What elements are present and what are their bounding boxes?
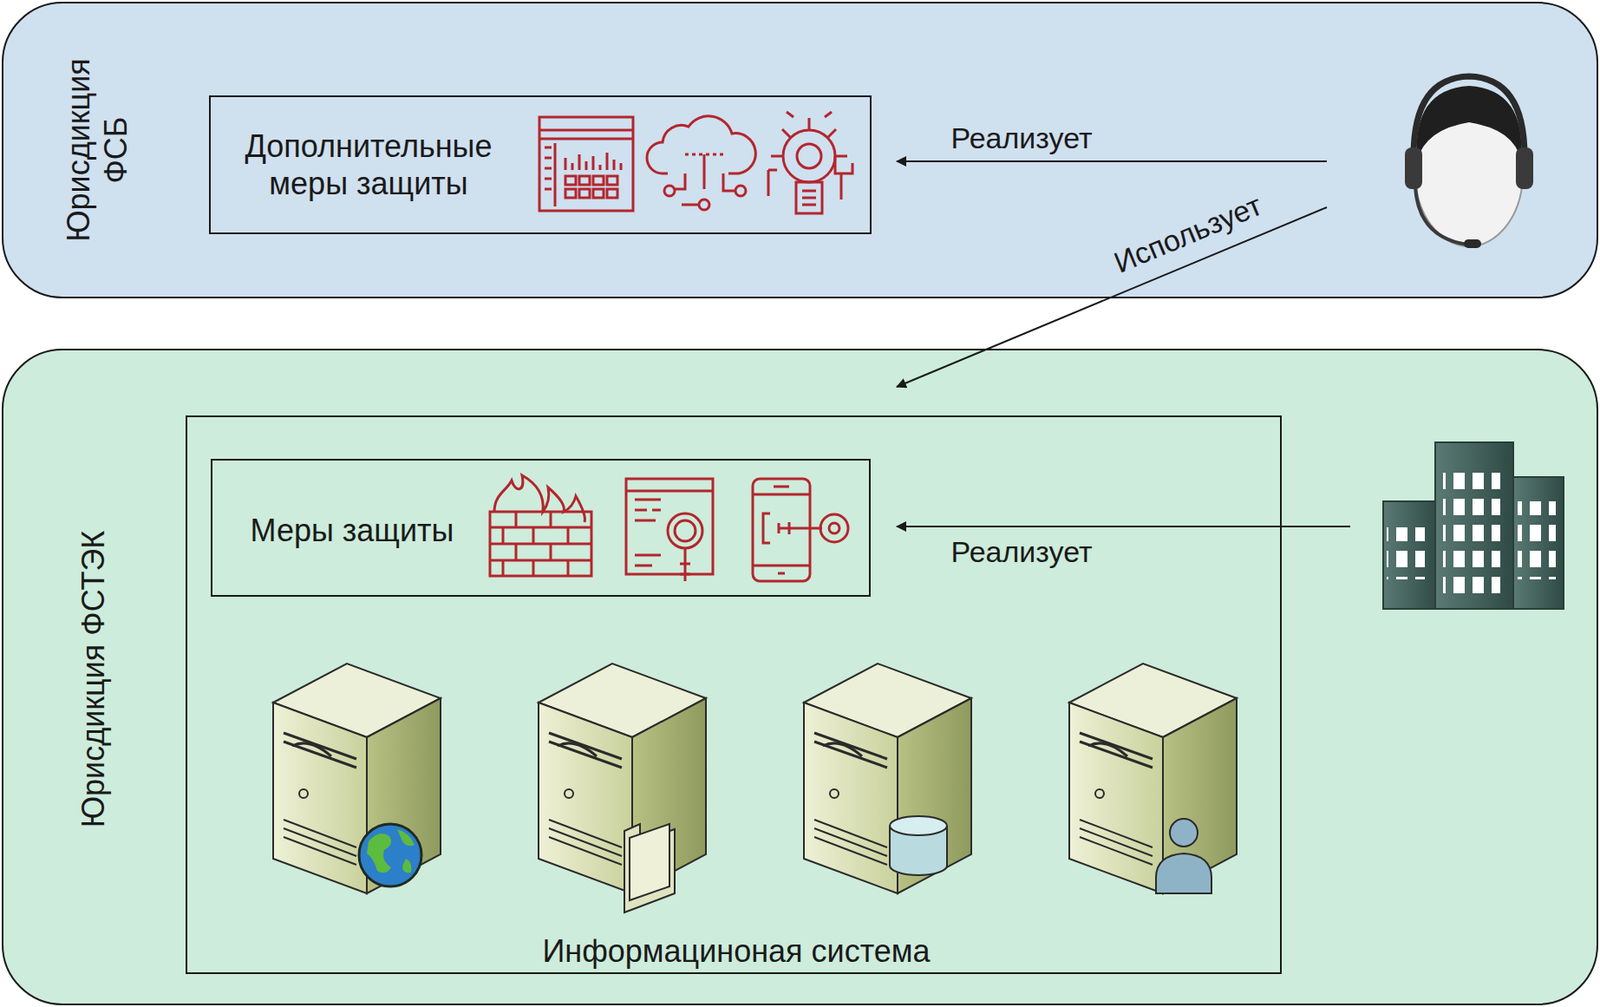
jurisdiction-band: Юрисдикция ФСТЭК Информациноная система Ме…	[1, 348, 1599, 1006]
arrow-label: Реализует	[950, 535, 1092, 569]
measures-box: Меры защиты	[210, 458, 871, 597]
arrow-label: Реализует	[950, 122, 1092, 155]
node-text: Юрисдикция ФСБ	[59, 45, 135, 255]
jurisdiction-band: Юрисдикция ФСБ Дополнительные меры защиты	[1, 1, 1599, 299]
system-box: Информациноная система Меры защиты	[185, 415, 1282, 974]
band-fill	[1, 348, 1599, 1006]
measures-box: Дополнительные меры защиты	[208, 95, 872, 235]
band-fill	[1, 1, 1599, 299]
node-text: Информациноная система	[542, 932, 930, 970]
node-text: Юрисдикция ФСТЭК	[74, 530, 112, 829]
node-text: Меры защиты	[250, 511, 455, 549]
node-text: Дополнительные меры защиты	[221, 127, 516, 203]
